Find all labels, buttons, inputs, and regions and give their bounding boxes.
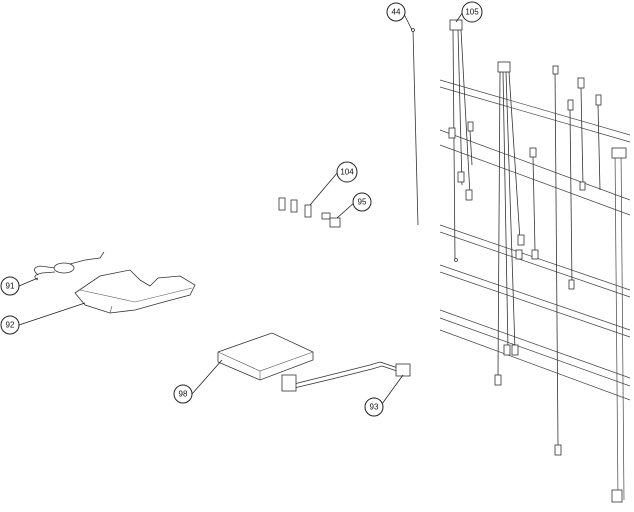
callout-104: 104: [336, 161, 358, 183]
part-91-cable: [34, 251, 105, 281]
callout-label: 95: [358, 198, 367, 207]
part-98-control-box: [217, 332, 314, 381]
callout-92: 92: [0, 315, 20, 335]
callout-label: 91: [6, 282, 15, 291]
callout-label: 105: [465, 8, 479, 17]
part-104-clips: [278, 197, 312, 218]
part-105-wire-harness: [448, 19, 602, 456]
callout-98: 98: [173, 384, 193, 404]
callout-93: 93: [364, 397, 384, 417]
vertical-rod: [611, 147, 627, 503]
callout-91: 91: [0, 276, 20, 296]
callout-label: 104: [340, 168, 354, 177]
part-92-pad: [74, 269, 196, 314]
part-93-cable-plug: [281, 361, 411, 392]
callout-105: 105: [461, 1, 483, 23]
part-95-clip: [321, 212, 341, 228]
callout-label: 98: [179, 390, 188, 399]
callout-44: 44: [386, 2, 406, 22]
leader-lines: [18, 11, 464, 405]
callout-label: 92: [6, 321, 15, 330]
callout-label: 93: [370, 403, 379, 412]
part-44-rod: [411, 28, 419, 226]
callout-label: 44: [392, 8, 401, 17]
callout-95: 95: [352, 192, 372, 212]
